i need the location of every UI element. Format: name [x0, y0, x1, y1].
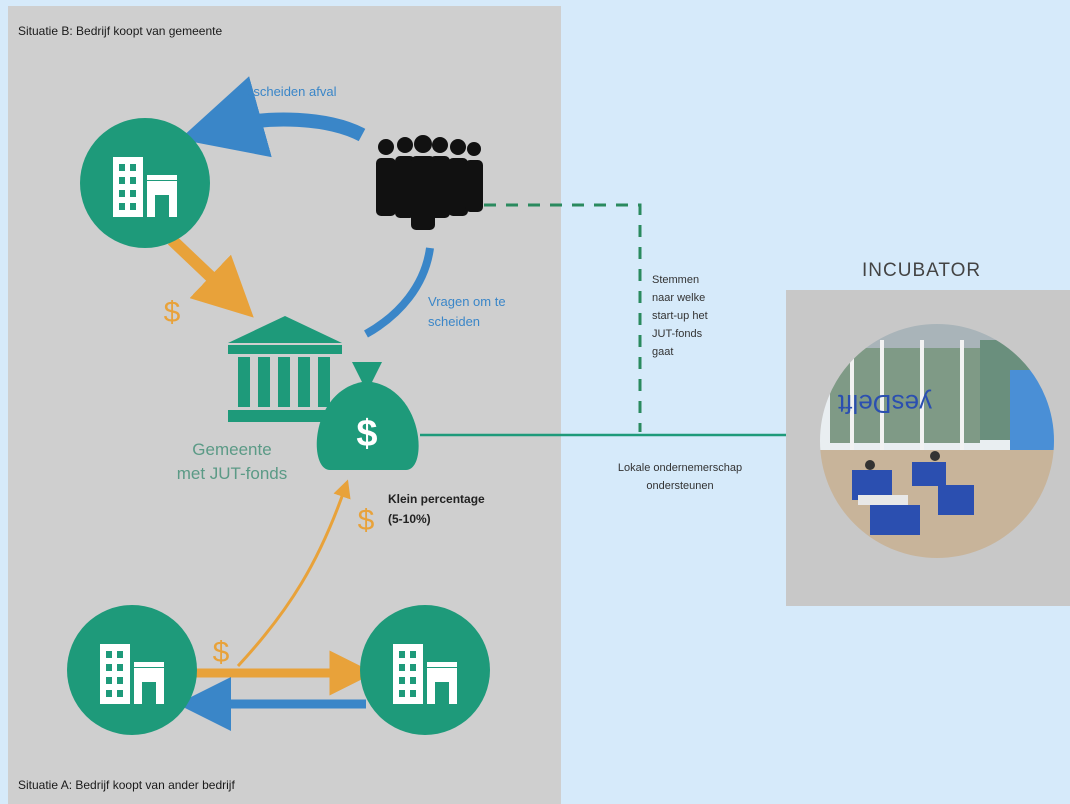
building-icon: [67, 605, 197, 735]
money-bag-dollar: $: [356, 413, 377, 455]
money-bag-icon: [316, 362, 419, 470]
building-icon: [80, 118, 210, 248]
small-percentage-label-2: (5-10%): [388, 512, 431, 526]
support-label-1: Lokale ondernemerschap: [617, 462, 743, 474]
municipality-label-1: Gemeente: [192, 440, 272, 459]
incubator-title: INCUBATOR: [862, 260, 982, 281]
bank-icon: [228, 316, 342, 422]
small-percentage-label-1: Klein percentage: [388, 492, 485, 506]
company-to-municipality-arrow: [167, 235, 254, 318]
municipality-label-2: met JUT-fonds: [176, 464, 288, 483]
ask-to-separate-label-2: scheiden: [428, 314, 481, 329]
vote-label-5: gaat: [652, 346, 674, 358]
situation-a-title: Situatie A: Bedrijf koopt van ander bedr…: [18, 778, 235, 792]
vote-label-4: JUT-fonds: [652, 328, 703, 340]
vote-label-1: Stemmen: [652, 274, 700, 286]
ask-to-separate-curve: [364, 247, 434, 338]
incubator-photo-text: yesDelft: [837, 389, 932, 419]
vote-label-3: start-up het: [652, 310, 708, 322]
dollar-sign: $: [358, 504, 375, 537]
dollar-sign: $: [213, 636, 230, 669]
vote-dashed-line: [484, 203, 642, 432]
ask-to-separate-label-1: Vragen om te: [428, 294, 506, 309]
separated-waste-label: Gescheiden afval: [236, 84, 337, 99]
small-percentage-arrow: [236, 479, 351, 668]
dollar-sign: $: [164, 296, 181, 329]
situation-b-title: Situatie B: Bedrijf koopt van gemeente: [18, 24, 223, 38]
support-label-2: ondersteunen: [646, 480, 714, 492]
separated-waste-arrow: [179, 76, 366, 158]
people-group-icon: [376, 135, 483, 230]
building-icon: [360, 605, 490, 735]
vote-label-2: naar welke: [652, 292, 706, 304]
